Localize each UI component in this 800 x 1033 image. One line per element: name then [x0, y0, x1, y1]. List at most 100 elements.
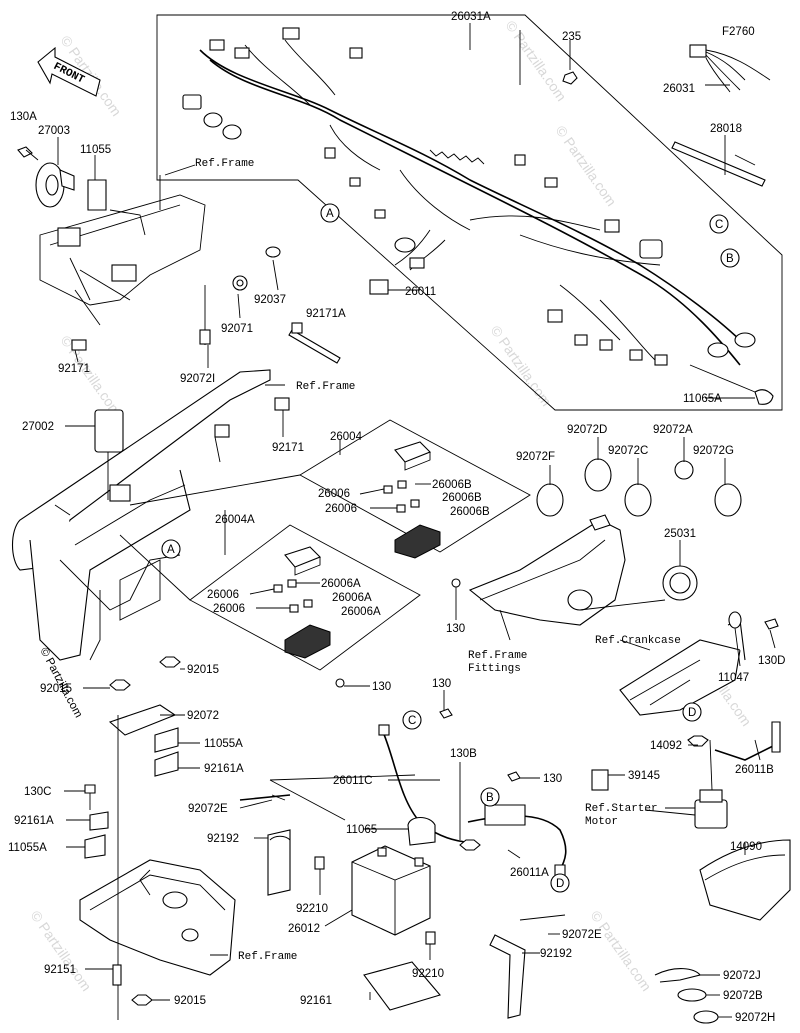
ground-11047	[728, 611, 742, 629]
harness-enclosure	[156, 14, 783, 411]
connector-26011	[369, 279, 389, 295]
callout-b: B	[726, 253, 734, 265]
part-label: 11065A	[683, 393, 722, 405]
tube-28018	[671, 141, 766, 187]
ref-crankcase: Ref.Crankcase	[595, 635, 681, 647]
part-label: 92072G	[693, 445, 734, 457]
watermark: © Partzilla.com	[503, 18, 570, 104]
part-label: 26006B	[432, 479, 472, 491]
tube-92192	[267, 829, 291, 896]
part-label: 130	[446, 623, 465, 635]
part-label: 130	[543, 773, 562, 785]
part-label: 26006B	[442, 492, 482, 504]
part-label: 92072	[187, 710, 219, 722]
bolt-235	[562, 71, 578, 85]
part-label: 130	[372, 681, 391, 693]
plug-39145	[591, 769, 609, 791]
part-label: 26004A	[215, 514, 255, 526]
callout-a: A	[167, 544, 175, 556]
part-label: 92151	[44, 964, 76, 976]
main-harness	[182, 27, 756, 366]
part-label: 26006	[318, 488, 350, 500]
part-label: 14092	[650, 740, 682, 752]
part-label: 11055	[80, 144, 111, 156]
part-label: 14090	[730, 841, 762, 853]
tie-92072A	[674, 460, 694, 480]
callout-d: D	[688, 707, 696, 719]
watermark: © Partzilla.com	[488, 323, 555, 409]
clip-92171-b	[214, 424, 230, 438]
watermark: © Partzilla.com	[588, 908, 655, 994]
part-label: 92072F	[516, 451, 555, 463]
callout-b: B	[486, 792, 494, 804]
bracket-11055	[87, 179, 107, 211]
part-label: 92072I	[180, 373, 215, 385]
part-label: 130D	[758, 655, 786, 667]
part-label: 92161	[300, 995, 332, 1007]
part-label: 26006	[213, 603, 245, 615]
battery-26012	[351, 845, 431, 936]
part-label: 92210	[412, 968, 444, 980]
callout-circles: A B C A C B D D	[161, 203, 740, 893]
fusebox-26004A-enclosure	[189, 524, 421, 671]
part-label: 92072A	[653, 424, 693, 436]
part-label: 11065	[346, 824, 377, 836]
tie-92072G	[714, 483, 742, 517]
sheet-92161	[363, 961, 441, 1011]
part-label: 92171A	[306, 308, 346, 320]
pad-92161A-b	[89, 811, 109, 831]
part-label: 92161A	[204, 763, 244, 775]
part-label: 92037	[254, 294, 286, 306]
part-label: 130C	[24, 786, 52, 798]
part-label: 26011B	[735, 764, 774, 776]
part-label: 28018	[710, 123, 742, 135]
callout-c: C	[715, 219, 723, 231]
tie-92072F	[536, 483, 564, 517]
frame-main	[11, 369, 271, 661]
part-label: 26031	[663, 83, 695, 95]
bolt-92151	[112, 964, 122, 986]
part-label: 92072C	[608, 445, 648, 457]
part-label: 92072B	[723, 990, 763, 1002]
part-label: 92072J	[723, 970, 761, 982]
nut-92210-b	[425, 931, 436, 945]
bolt-130D	[764, 618, 779, 630]
part-label: 92192	[540, 948, 572, 960]
bracket-92072	[108, 704, 177, 736]
tie-92072C	[624, 483, 652, 517]
part-label: 11055A	[8, 842, 47, 854]
ref-frame-top: Ref.Frame	[195, 158, 254, 170]
part-label: 26006A	[321, 578, 361, 590]
tube-92192-b	[489, 934, 526, 1019]
part-labels: 26031A 235 26031 28018 26011 11065A 130A…	[8, 11, 786, 1024]
bolt-130A	[17, 146, 33, 158]
part-label: 11055A	[204, 738, 243, 750]
frame-fittings	[468, 514, 626, 626]
part-label: 92015	[187, 664, 219, 676]
starter-relay	[694, 739, 728, 829]
fusebox-26004	[383, 441, 441, 559]
part-label: 92015	[40, 683, 72, 695]
part-label: 92072E	[188, 803, 228, 815]
part-label: 27002	[22, 421, 54, 433]
part-label: 130B	[450, 748, 477, 760]
cover-14090	[699, 839, 791, 921]
part-label: 92072D	[567, 424, 607, 436]
clip-92171-c	[274, 397, 290, 411]
clip-92171-a	[71, 339, 87, 351]
watermark: © Partzilla.com	[553, 123, 620, 209]
clamp-92037	[265, 246, 281, 258]
pad-92161A	[154, 751, 179, 777]
nut-92210-a	[314, 856, 325, 870]
tie-92072J	[654, 968, 701, 983]
nut-92015-c	[131, 994, 153, 1006]
part-label: 235	[562, 31, 581, 43]
part-label: 92072E	[562, 929, 602, 941]
part-label: 92192	[207, 833, 239, 845]
part-label: 92210	[296, 903, 328, 915]
diagram-code: F2760	[722, 26, 755, 38]
